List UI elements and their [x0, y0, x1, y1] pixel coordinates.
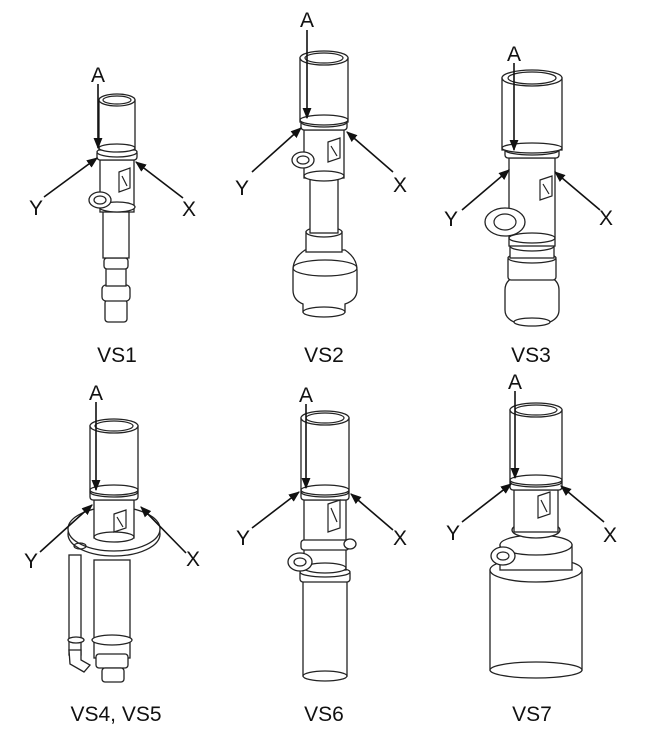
pump-vs4-vs5-label-y: Y — [24, 550, 38, 573]
pump-vs7-label-x: X — [603, 524, 617, 547]
pump-vs1-label-a: A — [91, 64, 105, 87]
pump-vs4-vs5: A Y X VS4, VS5 — [24, 382, 200, 726]
pump-vs4-vs5-label-x: X — [186, 548, 200, 571]
pump-vs1-arrow-x — [135, 161, 184, 199]
pump-vs4-vs5-arrow-y — [39, 504, 93, 553]
pump-vs3-drawing — [484, 69, 563, 327]
pump-vs7: A Y X VS7 — [446, 371, 617, 726]
pump-vs2-arrow-y — [251, 127, 302, 173]
pump-vs1-label-y: Y — [29, 197, 43, 220]
pump-vs4-vs5-drawing — [67, 418, 161, 683]
pump-vs1-arrow-y — [43, 157, 98, 198]
pump-vs7-caption: VS7 — [512, 703, 552, 726]
pump-vs7-arrow-x — [560, 485, 605, 523]
pump-vs7-label-a: A — [508, 371, 522, 394]
pump-vs1: A Y X VS1 — [29, 64, 196, 367]
pump-vs2-caption: VS2 — [304, 344, 344, 367]
pump-vs2-drawing — [291, 50, 358, 318]
pump-vs2-arrow-x — [346, 131, 394, 173]
pump-vs2: A Y X VS2 — [235, 9, 407, 367]
pump-vs3-arrow-x — [554, 171, 601, 211]
pump-vs6-label-y: Y — [236, 527, 250, 550]
pump-vs3-label-y: Y — [444, 208, 458, 231]
pump-vs6-label-x: X — [393, 527, 407, 550]
pump-vs7-drawing — [489, 402, 583, 679]
pump-vs7-arrow-y — [461, 483, 512, 523]
pump-vs3-label-a: A — [507, 43, 521, 66]
pump-vs4-vs5-caption: VS4, VS5 — [70, 703, 161, 726]
pump-vs1-label-x: X — [182, 198, 196, 221]
pump-vs6-caption: VS6 — [304, 703, 344, 726]
pump-vs3-arrow-y — [461, 169, 510, 211]
pump-vs7-label-y: Y — [446, 522, 460, 545]
pump-vs6-drawing — [287, 410, 357, 682]
pump-vs4-vs5-arrow-x — [140, 506, 187, 554]
pump-vs6-arrow-y — [251, 491, 300, 529]
pump-vs6: A Y X VS6 — [236, 384, 407, 726]
pump-vs3-label-x: X — [599, 207, 613, 230]
pump-vs3: A Y X VS3 — [444, 43, 613, 367]
pump-vs2-label-x: X — [393, 174, 407, 197]
pump-vs4-vs5-label-a: A — [89, 382, 103, 405]
pump-vs3-caption: VS3 — [511, 344, 551, 367]
pump-vs1-caption: VS1 — [97, 344, 137, 367]
pump-vs6-label-a: A — [299, 384, 313, 407]
pump-vs6-arrow-x — [350, 493, 394, 531]
pump-vs2-label-y: Y — [235, 177, 249, 200]
pump-vs1-drawing — [88, 93, 138, 323]
pump-vs2-label-a: A — [300, 9, 314, 32]
